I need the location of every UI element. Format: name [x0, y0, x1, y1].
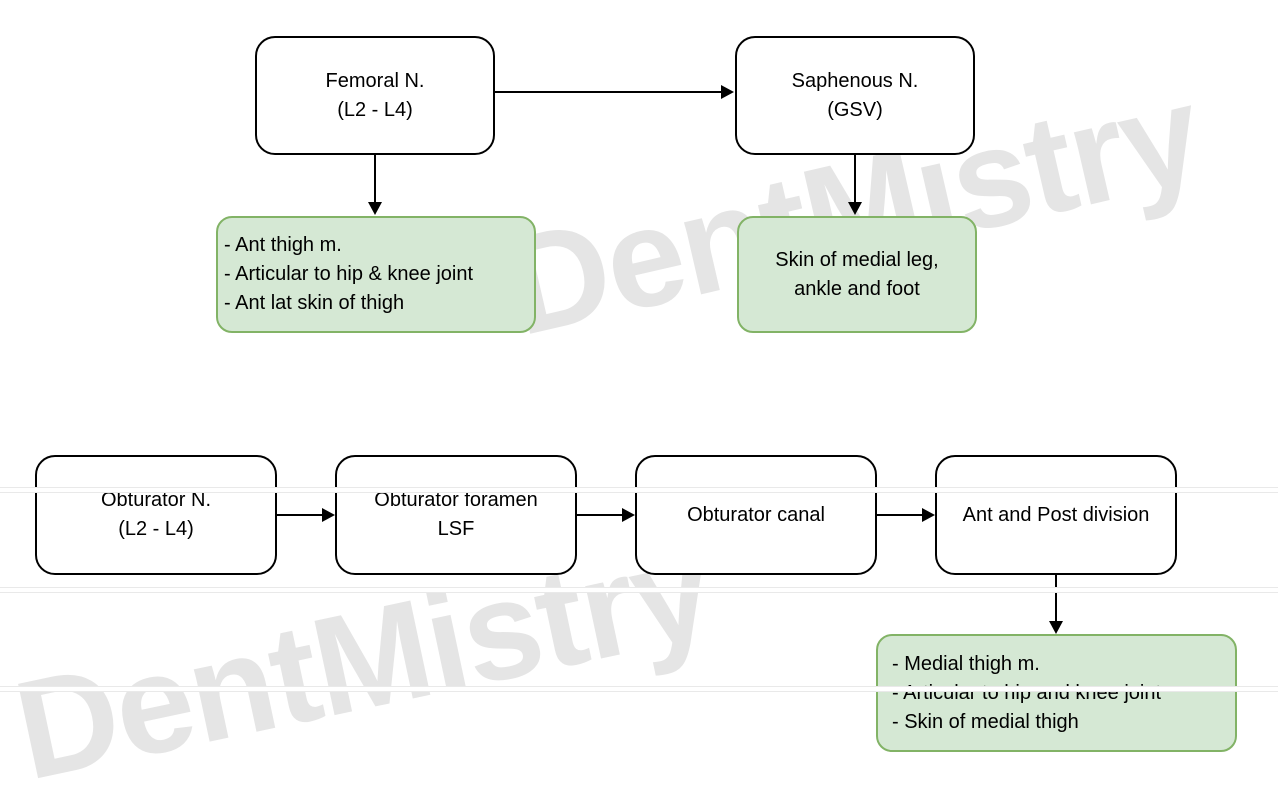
- node-femoral-nerve: Femoral N. (L2 - L4): [255, 36, 495, 155]
- node-line: (L2 - L4): [337, 98, 413, 121]
- arrowhead-right-icon: [322, 508, 335, 522]
- node-obturator-canal: Obturator canal: [635, 455, 877, 575]
- arrow-shaft: [1055, 575, 1057, 622]
- node-line: LSF: [437, 518, 475, 540]
- node-line: - Medial thigh m.: [892, 652, 1040, 675]
- node-line: Obturator canal: [687, 503, 825, 526]
- node-line: - Articular to hip & knee joint: [224, 263, 474, 285]
- node-line: Femoral N.: [325, 69, 425, 92]
- ruled-line: [0, 587, 1278, 593]
- node-line: Ant and Post division: [962, 503, 1150, 526]
- node-division-branches: - Medial thigh m. - Articular to hip and…: [876, 634, 1237, 752]
- node-line: - Articular to hip and knee joint: [892, 681, 1162, 704]
- node-saphenous-nerve: Saphenous N. (GSV): [735, 36, 975, 155]
- node-saphenous-supply: Skin of medial leg, ankle and foot: [737, 216, 977, 333]
- node-femoral-branches: - Ant thigh m. - Articular to hip & knee…: [216, 216, 536, 333]
- node-line: ankle and foot: [794, 277, 920, 300]
- node-line: - Ant lat skin of thigh: [224, 292, 405, 314]
- arrow-shaft: [495, 91, 721, 93]
- arrow-shaft: [277, 514, 322, 516]
- arrowhead-down-icon: [1049, 621, 1063, 634]
- arrow-shaft: [374, 155, 376, 203]
- arrow-shaft: [877, 514, 922, 516]
- node-line: Skin of medial leg,: [775, 248, 939, 271]
- node-line: Saphenous N.: [791, 69, 919, 92]
- node-line: (L2 - L4): [118, 518, 194, 540]
- node-line: - Skin of medial thigh: [892, 710, 1079, 733]
- arrow-shaft: [577, 514, 622, 516]
- arrowhead-right-icon: [721, 85, 734, 99]
- arrowhead-right-icon: [922, 508, 935, 522]
- node-obturator-foramen: Obturator foramen LSF: [335, 455, 577, 575]
- arrowhead-right-icon: [622, 508, 635, 522]
- arrowhead-down-icon: [368, 202, 382, 215]
- node-obturator-nerve: Obturator N. (L2 - L4): [35, 455, 277, 575]
- node-line: Obturator foramen: [374, 489, 538, 511]
- node-ant-post-division: Ant and Post division: [935, 455, 1177, 575]
- node-line: - Ant thigh m.: [224, 234, 342, 256]
- arrowhead-down-icon: [848, 202, 862, 215]
- node-line: Obturator N.: [100, 489, 212, 511]
- node-line: (GSV): [827, 98, 883, 121]
- arrow-shaft: [854, 155, 856, 203]
